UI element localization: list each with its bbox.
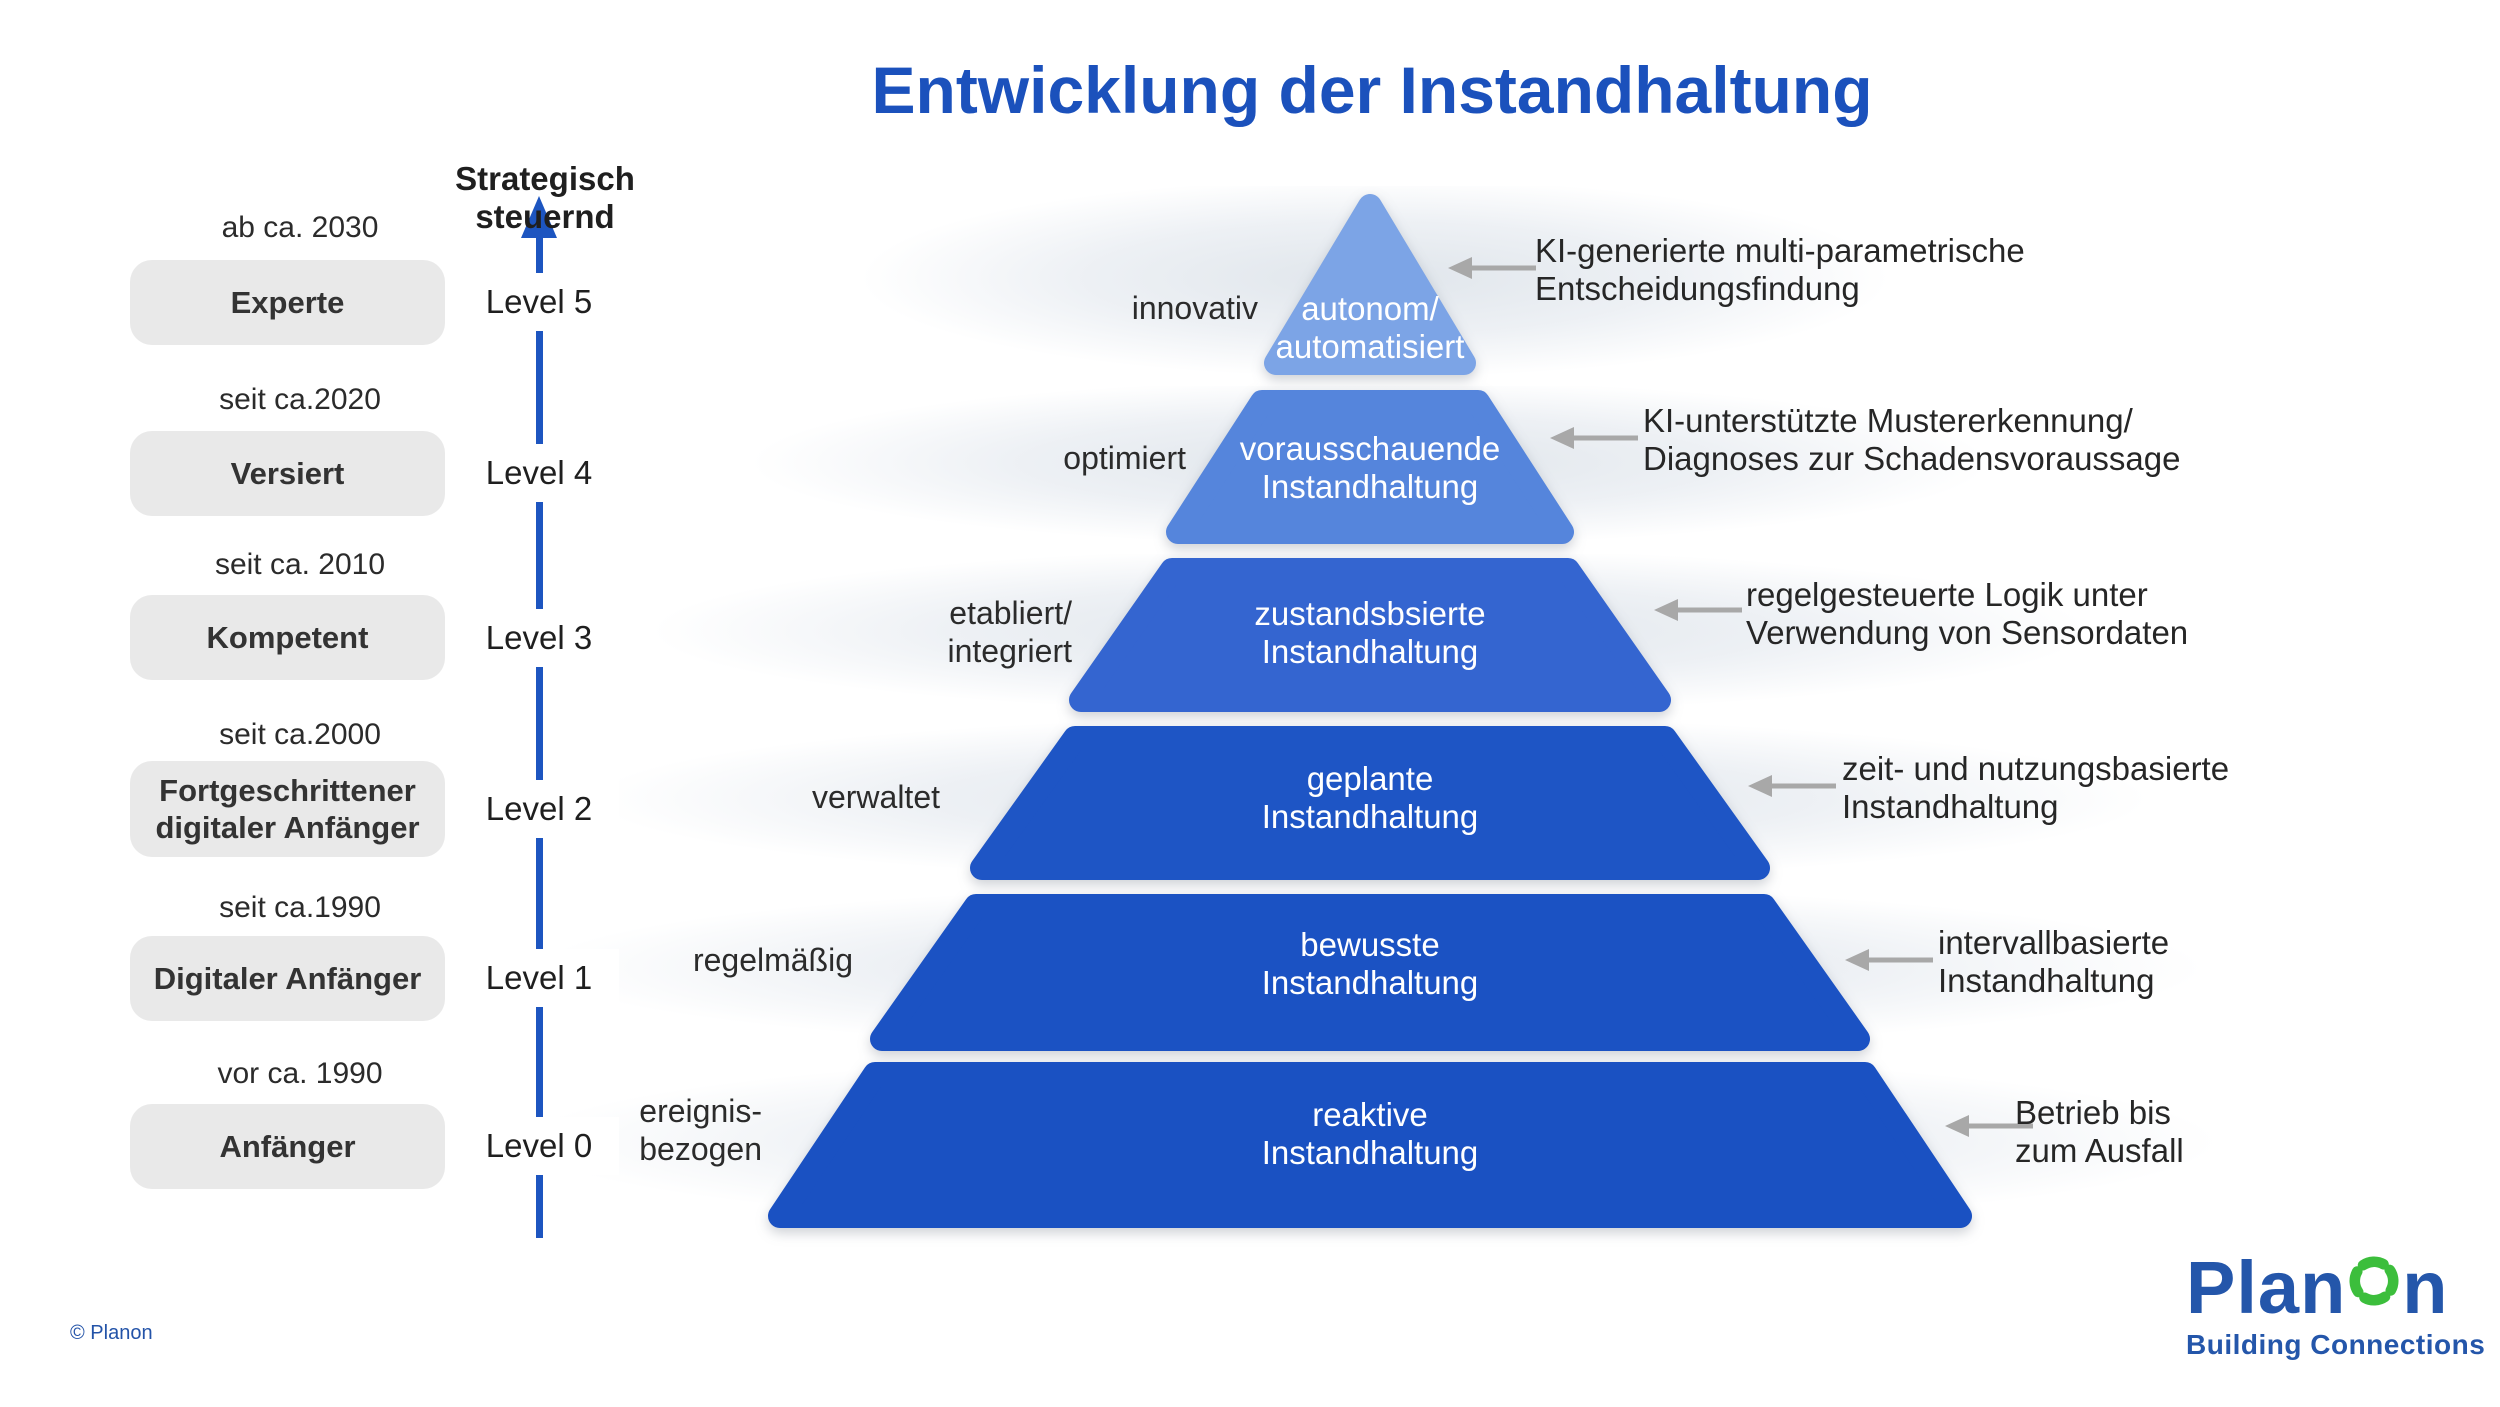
timeline-arrowhead-icon [521, 196, 557, 238]
annotation-arrow-level-5-icon [1448, 257, 1536, 279]
planon-logo-o-icon [2346, 1244, 2402, 1325]
era-label-level-4: seit ca.2020 [219, 383, 381, 416]
pyramid-label-level-5: autonom/ automatisiert [1275, 290, 1465, 365]
annotation-level-0: Betrieb bis zum Ausfall [2015, 1094, 2184, 1169]
expertise-box-level-2: Fortgeschrittener digitaler Anfänger [130, 761, 445, 857]
annotation-level-2: zeit- und nutzungsbasierte Instandhaltun… [1842, 750, 2230, 825]
pyramid-level-5-shape [1264, 194, 1476, 375]
annotation-arrow-level-1-icon [1845, 949, 1933, 971]
level-label-2: Level 2 [459, 780, 619, 838]
expertise-box-level-0: Anfänger [130, 1104, 445, 1189]
era-label-level-5: ab ca. 2030 [221, 211, 379, 244]
pyramid [768, 194, 1972, 1228]
copyright-note: © Planon [70, 1322, 153, 1344]
pyramid-label-level-4: vorausschauende Instandhaltung [1239, 430, 1501, 505]
era-label-level-1: seit ca.1990 [219, 891, 381, 924]
level-label-5: Level 5 [459, 273, 619, 331]
adjective-level-5: innovativ [1131, 290, 1258, 326]
planon-logo-text-pre: Plan [2186, 1246, 2347, 1329]
expertise-box-level-1: Digitaler Anfänger [130, 936, 445, 1021]
planon-logo-tagline: Building Connections [2186, 1329, 2486, 1360]
era-label-level-2: seit ca.2000 [219, 718, 381, 751]
pyramid-label-level-2: geplante Instandhaltung [1261, 760, 1479, 835]
planon-logo-wordmark: Plan n [2186, 1244, 2485, 1325]
adjective-level-1: regelmäßig [692, 942, 853, 978]
annotation-arrows [1448, 257, 2033, 1137]
level-label-1: Level 1 [459, 949, 619, 1007]
pyramid-label-level-1: bewusste Instandhaltung [1261, 926, 1479, 1001]
timeline-axis-label: Strategisch steuernd [455, 160, 635, 235]
annotation-level-1: intervallbasierte Instandhaltung [1938, 924, 2170, 999]
annotation-arrow-level-2-icon [1748, 775, 1836, 797]
annotation-arrow-level-0-icon [1945, 1115, 2033, 1137]
adjective-level-2: verwaltet [811, 779, 940, 815]
level-label-0: Level 0 [459, 1117, 619, 1175]
pyramid-level-4-shape [1166, 390, 1574, 544]
adjective-level-4: optimiert [1063, 440, 1186, 476]
pyramid-level-2-shape [970, 726, 1770, 880]
era-label-level-3: seit ca. 2010 [214, 548, 386, 581]
adjective-level-0: ereignis- bezogen [639, 1093, 762, 1167]
annotation-level-5: KI-generierte multi-parametrische Entsch… [1535, 232, 2025, 307]
level-label-3: Level 3 [459, 609, 619, 667]
timeline-axis [521, 196, 557, 1238]
expertise-box-level-3: Kompetent [130, 595, 445, 680]
planon-logo-text-post: n [2402, 1246, 2449, 1329]
expertise-box-level-4: Versiert [130, 431, 445, 516]
annotation-level-3: regelgesteuerte Logik unter Verwendung v… [1746, 576, 2189, 651]
pyramid-level-1-shape [870, 894, 1870, 1051]
pyramid-level-3-shape [1069, 558, 1671, 712]
level-label-4: Level 4 [459, 444, 619, 502]
era-label-level-0: vor ca. 1990 [217, 1057, 383, 1090]
pyramid-label-level-3: zustandsbsierte Instandhaltung [1254, 595, 1486, 670]
adjective-level-3: etabliert/ integriert [947, 595, 1073, 669]
pyramid-label-level-0: reaktive Instandhaltung [1261, 1096, 1479, 1171]
annotation-arrow-level-4-icon [1550, 427, 1638, 449]
annotation-level-4: KI-unterstützte Mustererkennung/ Diagnos… [1643, 402, 2181, 477]
pyramid-level-0-shape [768, 1062, 1972, 1228]
planon-logo: Plan n Building Connections [2186, 1244, 2485, 1361]
annotation-arrow-level-3-icon [1654, 599, 1742, 621]
expertise-box-level-5: Experte [130, 260, 445, 345]
page-title: Entwicklung der Instandhaltung [871, 53, 1873, 127]
